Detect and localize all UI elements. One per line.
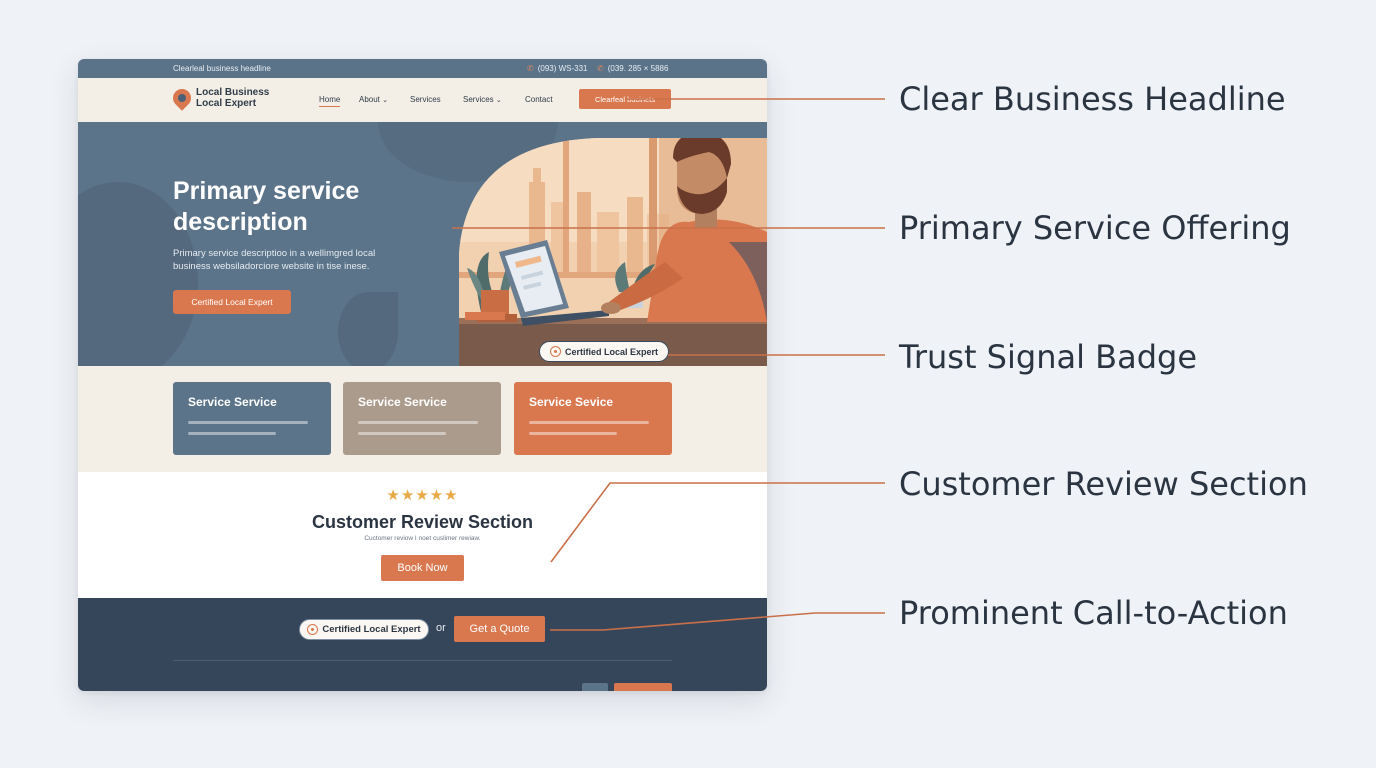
footer-chip[interactable]: [582, 683, 608, 691]
hero-cta-button[interactable]: Certified Local Expert: [173, 290, 291, 314]
service-card-title: Service Service: [358, 395, 447, 409]
topbar-tagline: Clearleal business headline: [173, 64, 271, 73]
review-section-subtitle: Cuctomer reviow I noet cuslimer rewiaw.: [364, 535, 481, 542]
phone-number: (093) WS-331: [537, 64, 588, 73]
hero-section: Primary service description Primary serv…: [78, 122, 767, 366]
services-section: Service Service Service Service Service …: [78, 366, 767, 472]
hero-trust-badge: Certified Local Expert: [539, 341, 669, 362]
hero-bg-shape: [338, 292, 398, 366]
nav-home[interactable]: Home: [319, 95, 341, 107]
logo-line-1: Local Business: [196, 87, 270, 98]
badge-shield-icon: [307, 624, 319, 635]
trust-badge-label: Certified Local Expert: [564, 346, 659, 357]
main-navbar: Local Business Local Expert Home About ⌄…: [78, 78, 767, 122]
chevron-down-icon: ⌄: [382, 97, 389, 104]
nav-about[interactable]: About ⌄: [359, 95, 388, 104]
badge-shield-icon: [549, 346, 561, 357]
footer-badge-label: Certified Local Expert: [322, 624, 421, 635]
callout-headline: Clear Business Headline: [899, 80, 1286, 118]
nav-services-dropdown[interactable]: Services ⌄: [463, 95, 502, 104]
text-placeholder-line: [529, 421, 649, 424]
nav-contact[interactable]: Contact: [525, 95, 553, 104]
text-placeholder-line: [529, 432, 617, 435]
phone-icon: ✆: [527, 64, 534, 73]
topbar-phone-2[interactable]: ✆ (039. 285 × 5886: [597, 64, 668, 73]
star-rating-icon: ★★★★★: [386, 487, 459, 504]
or-separator: or: [436, 622, 446, 634]
nav-services-label: Services: [463, 95, 494, 104]
footer-cta-section: Certified Local Expert or Get a Quote: [78, 598, 767, 691]
callout-call-to-action: Prominent Call-to-Action: [899, 594, 1288, 632]
callout-review-section: Customer Review Section: [899, 465, 1308, 503]
callout-service-offering: Primary Service Offering: [899, 209, 1291, 247]
nav-services[interactable]: Services: [410, 95, 441, 104]
footer-chip[interactable]: [614, 683, 672, 691]
text-placeholder-line: [188, 432, 276, 435]
customer-review-section: ★★★★★ Customer Review Section Cuctomer r…: [78, 472, 767, 598]
location-pin-icon: [169, 85, 195, 111]
top-utility-bar: Clearleal business headline ✆ (093) WS-3…: [78, 59, 767, 78]
service-card-title: Service Service: [188, 395, 277, 409]
nav-about-label: About: [359, 95, 380, 104]
phone-icon: ✆: [597, 64, 604, 73]
service-card[interactable]: Service Service: [173, 382, 331, 455]
chevron-down-icon: ⌄: [495, 97, 502, 104]
service-card-title: Service Sevice: [529, 395, 614, 409]
service-card[interactable]: Service Sevice: [514, 382, 672, 455]
topbar-phone-1[interactable]: ✆ (093) WS-331: [527, 64, 588, 73]
review-section-title: Customer Review Section: [311, 512, 534, 532]
logo-text: Local Business Local Expert: [196, 87, 269, 109]
get-a-quote-button[interactable]: Get a Quote: [454, 616, 545, 642]
footer-trust-badge: Certified Local Expert: [299, 619, 429, 640]
hero-illustration: [459, 138, 767, 366]
service-card[interactable]: Service Service: [343, 382, 501, 455]
logo-line-2: Local Expert: [196, 98, 257, 109]
footer-divider: [173, 660, 672, 661]
text-placeholder-line: [358, 432, 446, 435]
callout-trust-badge: Trust Signal Badge: [899, 338, 1198, 376]
phone-number: (039. 285 × 5886: [607, 64, 669, 73]
text-placeholder-line: [188, 421, 308, 424]
text-placeholder-line: [358, 421, 478, 424]
site-logo[interactable]: Local Business Local Expert: [169, 85, 269, 111]
nav-cta-button[interactable]: Clearfeal bucinets: [579, 89, 671, 109]
book-now-button[interactable]: Book Now: [381, 555, 464, 581]
website-mockup: Clearleal business headline ✆ (093) WS-3…: [78, 59, 767, 691]
hero-description: Primary service descriptioo in a wellimg…: [173, 248, 376, 272]
hero-title: Primary service description: [173, 177, 360, 236]
